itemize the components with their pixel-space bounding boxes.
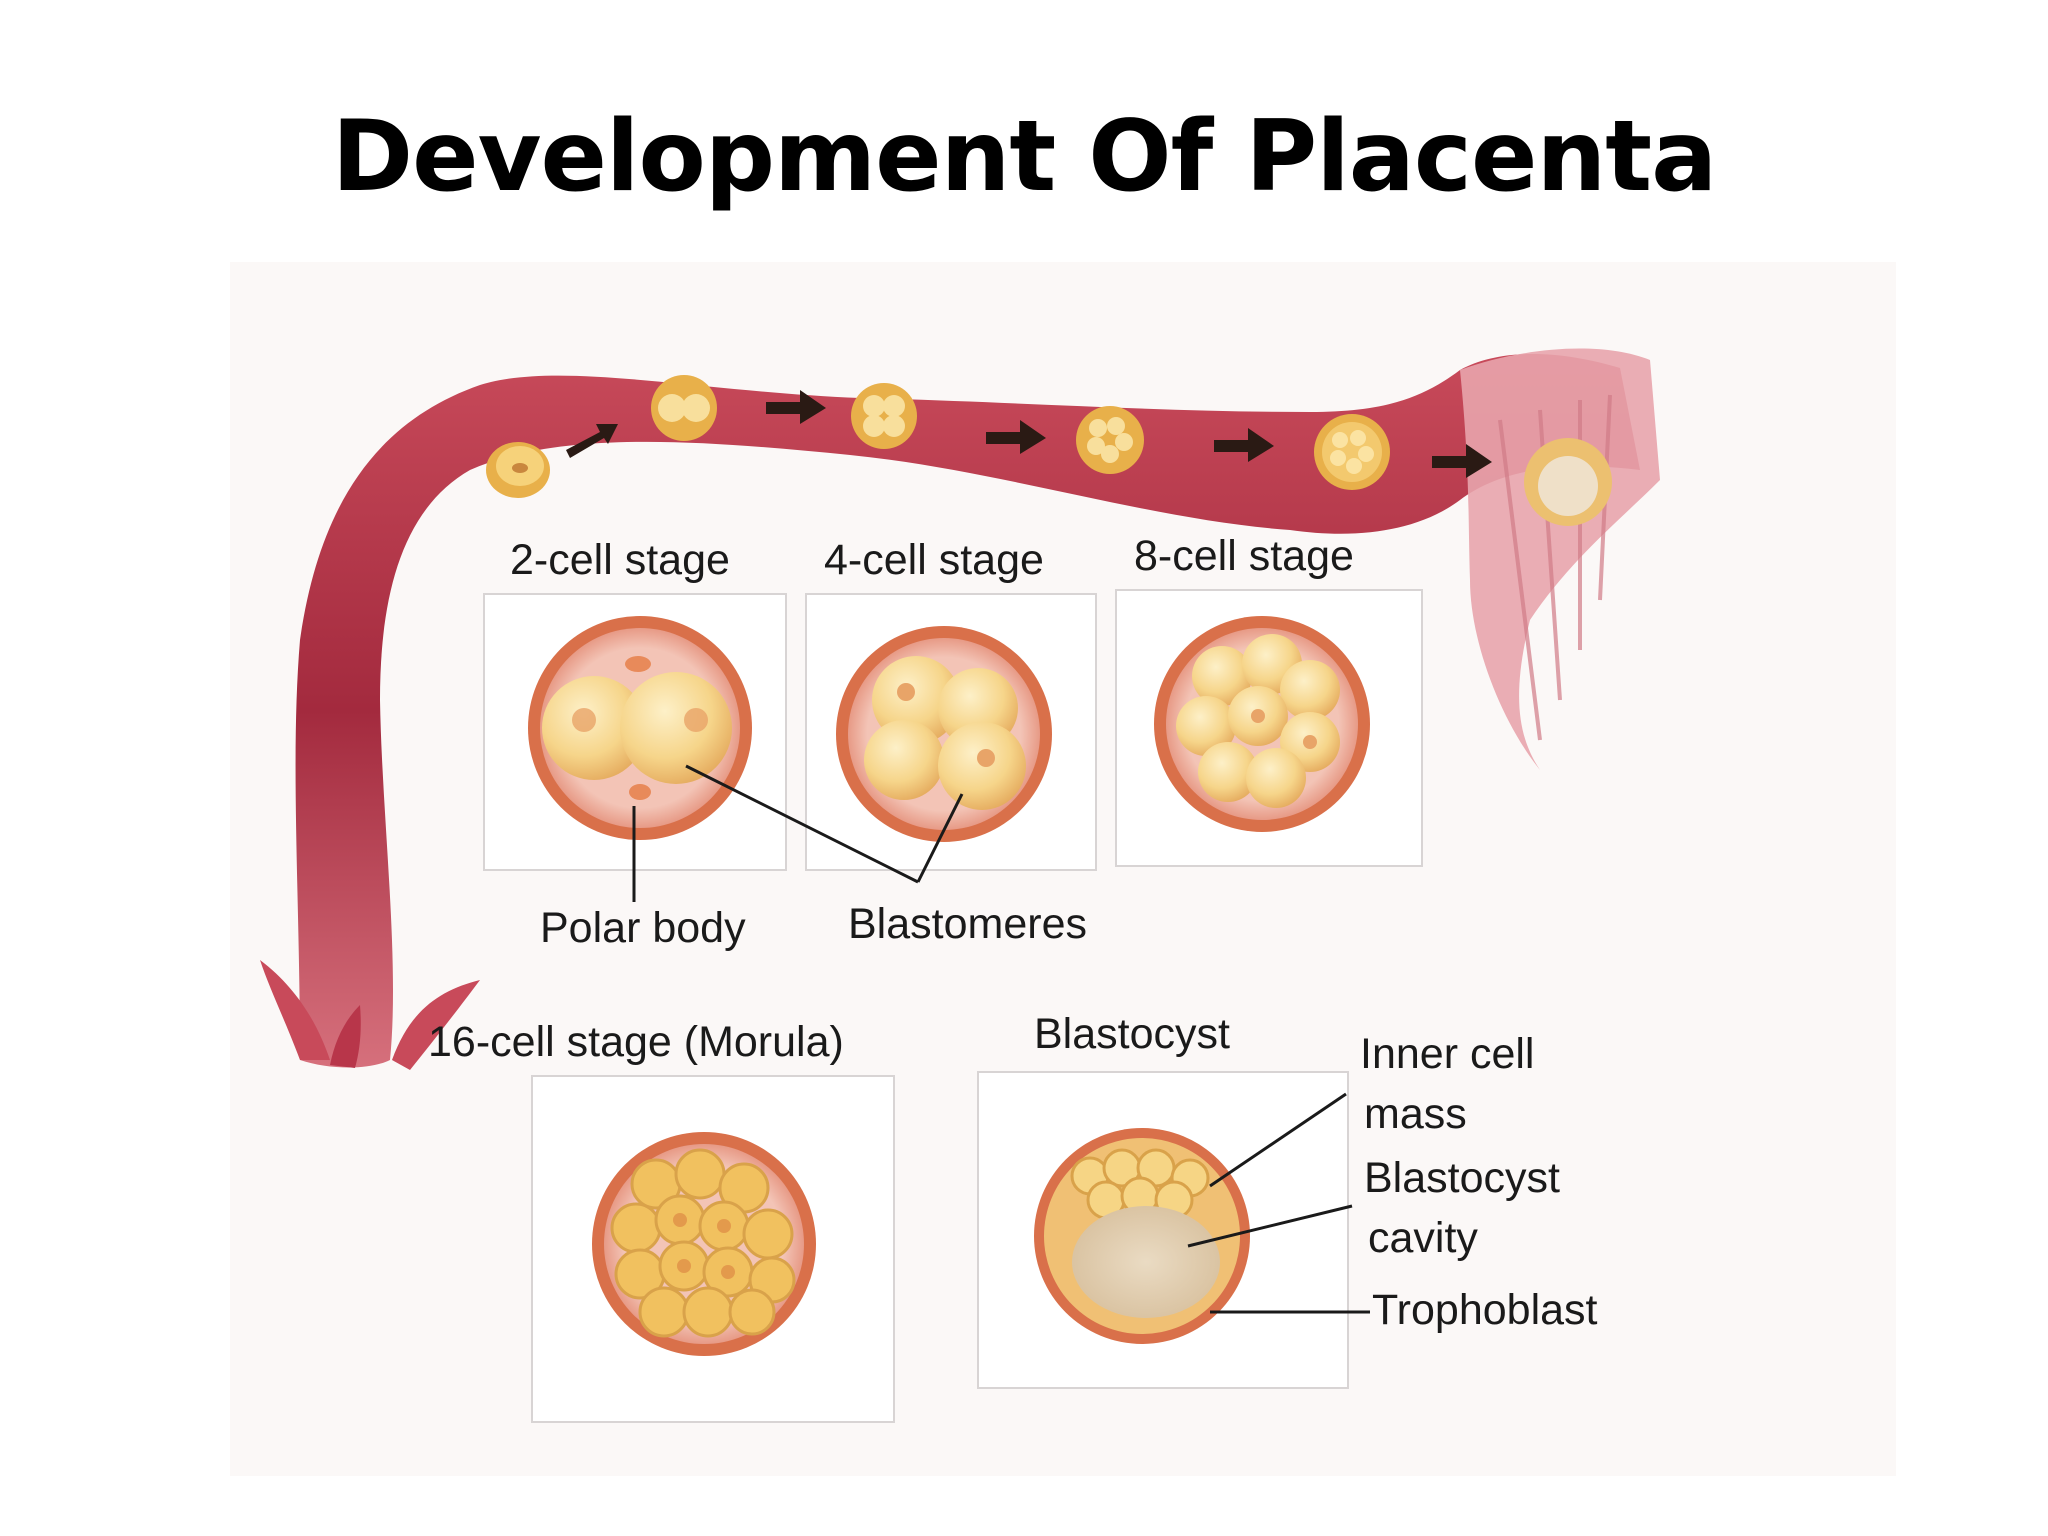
- label-inner-cell-mass-line1: Inner cell: [1360, 1030, 1534, 1078]
- arrow-icon: [986, 420, 1046, 454]
- tube-embryo-blastocyst: [1524, 438, 1612, 526]
- label-blastomeres: Blastomeres: [848, 900, 1087, 948]
- blastocyst-cavity: [1072, 1206, 1220, 1318]
- polar-body-bottom: [629, 784, 651, 800]
- embryo-8cell: [1154, 616, 1370, 832]
- tube-embryo-4cell: [851, 383, 917, 449]
- label-blastocyst-stage: Blastocyst: [1034, 1010, 1230, 1058]
- uterine-tube: [260, 348, 1660, 1070]
- label-8cell-stage: 8-cell stage: [1134, 532, 1354, 580]
- label-blastocyst-cavity-line2: cavity: [1368, 1214, 1478, 1262]
- embryo-2cell: [528, 616, 752, 840]
- label-2cell-stage: 2-cell stage: [510, 536, 730, 584]
- label-inner-cell-mass-line2: mass: [1364, 1090, 1467, 1138]
- label-16cell-stage: 16-cell stage (Morula): [428, 1018, 844, 1066]
- arrow-icon: [1432, 444, 1492, 478]
- arrow-icon: [1214, 428, 1274, 462]
- tube-embryo-8cell: [1076, 406, 1144, 474]
- label-4cell-stage: 4-cell stage: [824, 536, 1044, 584]
- embryo-blastocyst: [1034, 1128, 1250, 1344]
- leader-lines: [632, 764, 1370, 1314]
- label-trophoblast: Trophoblast: [1372, 1286, 1598, 1334]
- arrow-icon: [766, 390, 826, 424]
- slide-title: Development Of Placenta: [331, 100, 1717, 214]
- polar-body-top: [625, 656, 651, 672]
- tube-embryo-morula: [1314, 414, 1390, 490]
- embryo-4cell: [836, 626, 1052, 842]
- label-polar-body: Polar body: [540, 904, 746, 952]
- tube-arrows: [566, 390, 1492, 478]
- tube-embryo-2cell: [651, 375, 717, 441]
- tube-embryo-zygote: [486, 442, 550, 498]
- label-blastocyst-cavity-line1: Blastocyst: [1364, 1154, 1560, 1202]
- arrow-icon: [566, 424, 618, 458]
- embryo-morula: [592, 1132, 816, 1356]
